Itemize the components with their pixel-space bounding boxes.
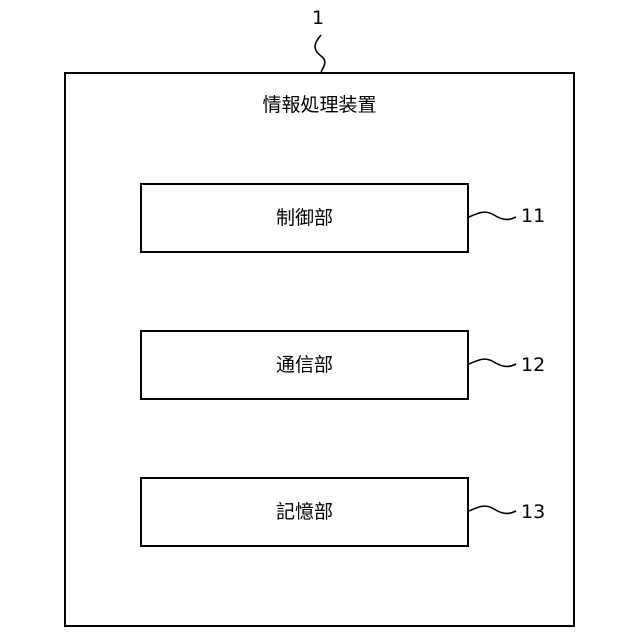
- component-box-communication: 通信部: [140, 330, 469, 400]
- device-leader-line: [315, 35, 325, 72]
- component-box-control: 制御部: [140, 183, 469, 253]
- device-reference-number: 1: [312, 6, 324, 30]
- component-reference-number-12: 12: [521, 353, 545, 377]
- component-reference-number-13: 13: [521, 500, 545, 524]
- device-title: 情報処理装置: [64, 93, 575, 117]
- component-label-communication: 通信部: [276, 353, 333, 377]
- component-box-storage: 記憶部: [140, 477, 469, 547]
- component-reference-number-11: 11: [521, 204, 545, 228]
- component-label-storage: 記憶部: [276, 500, 333, 524]
- component-label-control: 制御部: [276, 206, 333, 230]
